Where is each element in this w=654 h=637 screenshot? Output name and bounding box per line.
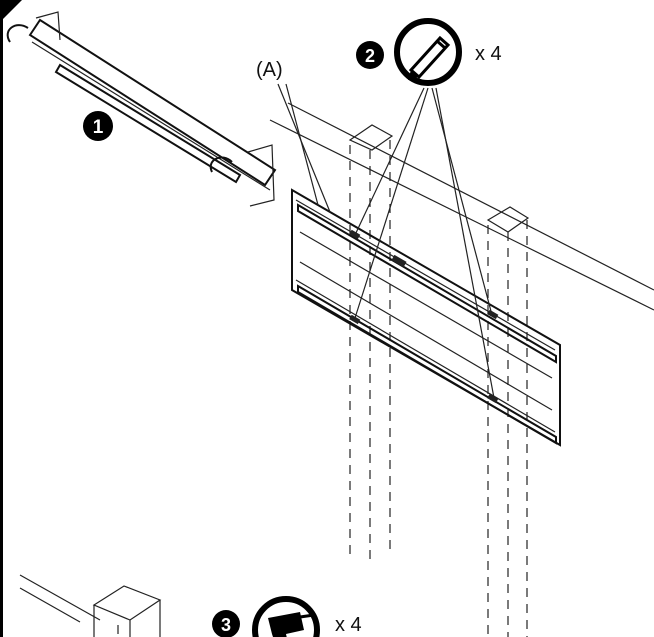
step-2-quantity: x 4 — [475, 43, 502, 65]
step-1-badge: 1 — [83, 111, 113, 141]
callout-label: (A) — [256, 59, 283, 81]
page-border — [0, 0, 22, 637]
level-bracket — [6, 11, 277, 207]
step-3-number: 3 — [221, 615, 231, 635]
step-3-quantity: x 4 — [335, 614, 362, 636]
wall-plate — [291, 188, 561, 447]
next-step-wall — [19, 574, 162, 637]
step-1-number: 1 — [93, 117, 104, 138]
wall-edge — [269, 102, 654, 311]
drill-icon — [252, 596, 320, 637]
pencil-icon — [394, 18, 462, 86]
step-3-group: 3 x 4 — [212, 596, 362, 637]
step-3-badge — [212, 610, 240, 637]
callout-a: (A) — [256, 59, 331, 213]
pencil-mark-lines — [354, 87, 495, 399]
step-2-group: 2 x 4 — [356, 18, 502, 86]
step-2-badge — [356, 41, 384, 69]
stud-right — [486, 206, 530, 637]
step-2-number: 2 — [365, 46, 375, 66]
